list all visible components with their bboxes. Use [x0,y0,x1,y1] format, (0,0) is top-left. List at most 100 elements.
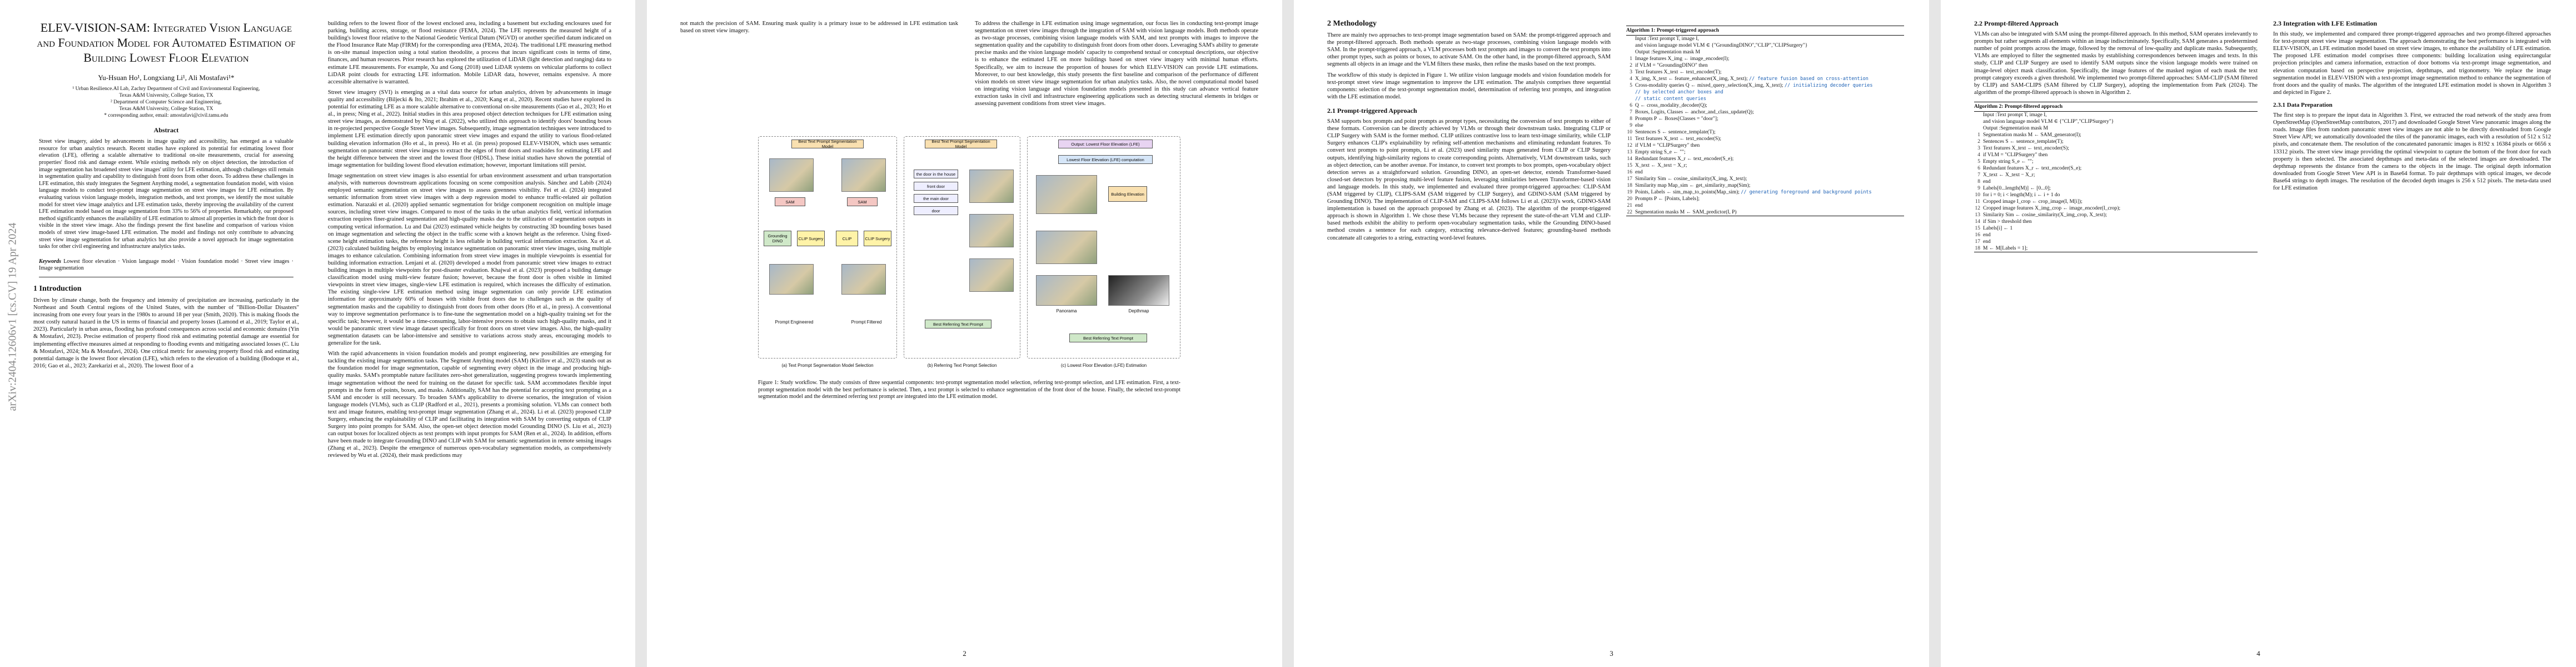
line-number: 12 [1975,205,1981,211]
keywords: Keywords Lowest floor elevation · Vision… [39,258,293,272]
lfe-computation-box: Lowest Floor Elevation (LFE) computation [1058,155,1153,164]
panorama-label: Panorama [1056,308,1077,313]
line-text: Text features X_text ← text_encoder(T); [1635,69,1722,75]
page-4-right-column: 2.3 Integration with LFE Estimation In t… [2273,19,2551,195]
line-number [1626,89,1635,96]
algorithm-2: Algorithm 2: Prompt-filtered approach In… [1974,101,2258,252]
algorithm-line: 17 Similarity Sim ← cosine_similarity(X_… [1626,176,1904,182]
prompt-filtered-label: Prompt Filtered [851,320,882,325]
page-3: 2 Methodology There are mainly two appro… [1294,0,1929,667]
arxiv-stamp: arXiv:2404.12606v1 [cs.CV] 19 Apr 2024 [4,139,21,495]
line-text: if VLM = "CLIPSurgery" then [1983,152,2048,158]
street-view-image [841,158,886,192]
street-view-image [969,214,1014,247]
line-text: else [1635,123,1643,128]
line-text: X_text ← X_text − X_r; [1635,163,1687,168]
line-number [1626,49,1635,56]
line-number [1626,36,1635,42]
line-number: 5 [1630,83,1632,88]
paragraph: not match the precision of SAM. Ensuring… [680,21,958,34]
line-number: 7 [1977,172,1980,178]
line-number: 15 [1627,163,1633,168]
street-view-image [769,158,814,192]
figure-1-caption: Figure 1: Study workflow. The study cons… [758,380,1180,400]
page-number: 2 [963,649,966,658]
paragraph: building refers to the lowest floor of t… [328,21,611,85]
line-text: Segmentation masks M ← SAM_predictor(I, … [1635,210,1737,215]
affiliation-line: ² Department of Computer Science and Eng… [111,99,222,106]
section-heading-introduction: 1 Introduction [33,284,82,293]
algorithm-line: 3 Text features X_text ← text_encoder(T)… [1626,69,1904,76]
page-number: 4 [2256,649,2260,658]
line-text: Similarity map Map_sim ← get_similarity_… [1635,183,1751,188]
street-view-image [969,170,1014,203]
page-number: 3 [1610,649,1613,658]
line-number [1974,125,1983,132]
line-number: 6 [1630,103,1632,108]
algorithm-line: 14 Redundant features X_r ← text_encoder… [1626,156,1904,162]
algorithm-line: // by selected anchor boxes and [1626,89,1904,96]
algorithm-line: 7 Boxes, Logits, Classes ← anchor_and_cl… [1626,109,1904,116]
algorithm-body: Input :Text prompt T, image I, and visio… [1626,36,1904,216]
algorithm-line: 7 X_text ← X_text − X_r; [1974,172,2258,178]
line-text: Boxes, Logits, Classes ← anchor_and_clas… [1635,109,1754,115]
line-text: for i = 0; i < length(M); i ← i + 1 do [1983,192,2060,198]
line-number: 16 [1975,232,1981,238]
algorithm-line: 13 Similarity Sim ← cosine_similarity(X_… [1974,212,2258,218]
line-text: end [1635,170,1643,175]
algorithm-title: Algorithm 2: Prompt-filtered approach [1974,102,2258,112]
line-number: 13 [1627,150,1633,155]
line-number: 10 [1975,192,1981,198]
algorithm-line: 12 if VLM = "CLIPSurgery" then [1626,142,1904,149]
algorithm-line: 15 X_text ← X_text − X_r; [1626,162,1904,169]
section-c-caption: (c) Lowest Floor Elevation (LFE) Estimat… [1060,363,1147,368]
line-number: 4 [1977,152,1980,158]
line-number: 8 [1630,116,1632,122]
section-a-caption: (a) Text Prompt Segmentation Model Selec… [781,363,874,368]
line-text: Input :Text prompt T, image I, [1635,36,1699,42]
street-view-image [841,264,886,295]
line-text: end [1983,178,1991,185]
line-text: Sentences S ← sentence_template(T); [1635,130,1716,135]
line-number: 9 [1630,123,1632,128]
line-text: end [1983,232,1991,238]
line-number: 17 [1975,238,1981,245]
door-prompt: door [914,206,958,215]
paragraph: In this study, we implemented and compar… [2273,31,2551,96]
algorithm-line: 6 Q ← cross_modality_decoder(Q); [1626,102,1904,109]
line-number [1974,118,1983,125]
abstract-text: Street view imagery, aided by advancemen… [39,138,293,250]
line-text: Labels[i] ← 1 [1983,225,2013,231]
arxiv-id: arXiv:2404.12606v1 [cs.CV] 19 Apr 2024 [6,222,19,411]
algorithm-line: 14 if Sim > threshold then [1974,218,2258,225]
line-text: end [1983,238,1991,245]
paragraph: With the rapid advancements in vision fo… [328,351,611,459]
paragraph: Driven by climate change, both the frequ… [33,297,299,369]
line-number: 2 [1630,63,1632,68]
algorithm-line: 15 Labels[i] ← 1 [1974,225,2258,232]
algorithm-line: 16 end [1626,169,1904,176]
section-heading-methodology: 2 Methodology [1327,19,1377,28]
line-text: Sentences S ← sentence_template(T); [1983,138,2064,145]
algorithm-line: 10 Sentences S ← sentence_template(T); [1626,129,1904,136]
line-number: 20 [1627,196,1633,202]
line-text: Prompts P ← Boxes[Classes = "door"]; [1635,116,1718,122]
line-text: X_img, X_text ← feature_enhancer(X_img, … [1635,76,1869,82]
line-text: Cropped image features X_img_crop ← imag… [1983,205,2121,211]
paragraph: To address the challenge in LFE estimati… [975,21,1258,107]
algorithm-line: 6 Redundant features X_r ← text_encoder(… [1974,165,2258,172]
line-number: 13 [1975,212,1981,218]
paragraph: VLMs can also be integrated with SAM usi… [1974,31,2258,96]
code-comment: // feature fusion based on cross-attenti… [1748,76,1869,82]
algorithm-line: // static content queries [1626,96,1904,102]
algorithm-line: 20 Prompts P ← [Points, Labels]; [1626,196,1904,202]
best-prompt-box: Best Referring Text Prompt [1069,334,1147,342]
line-text: Prompts P ← [Points, Labels]; [1635,196,1700,202]
